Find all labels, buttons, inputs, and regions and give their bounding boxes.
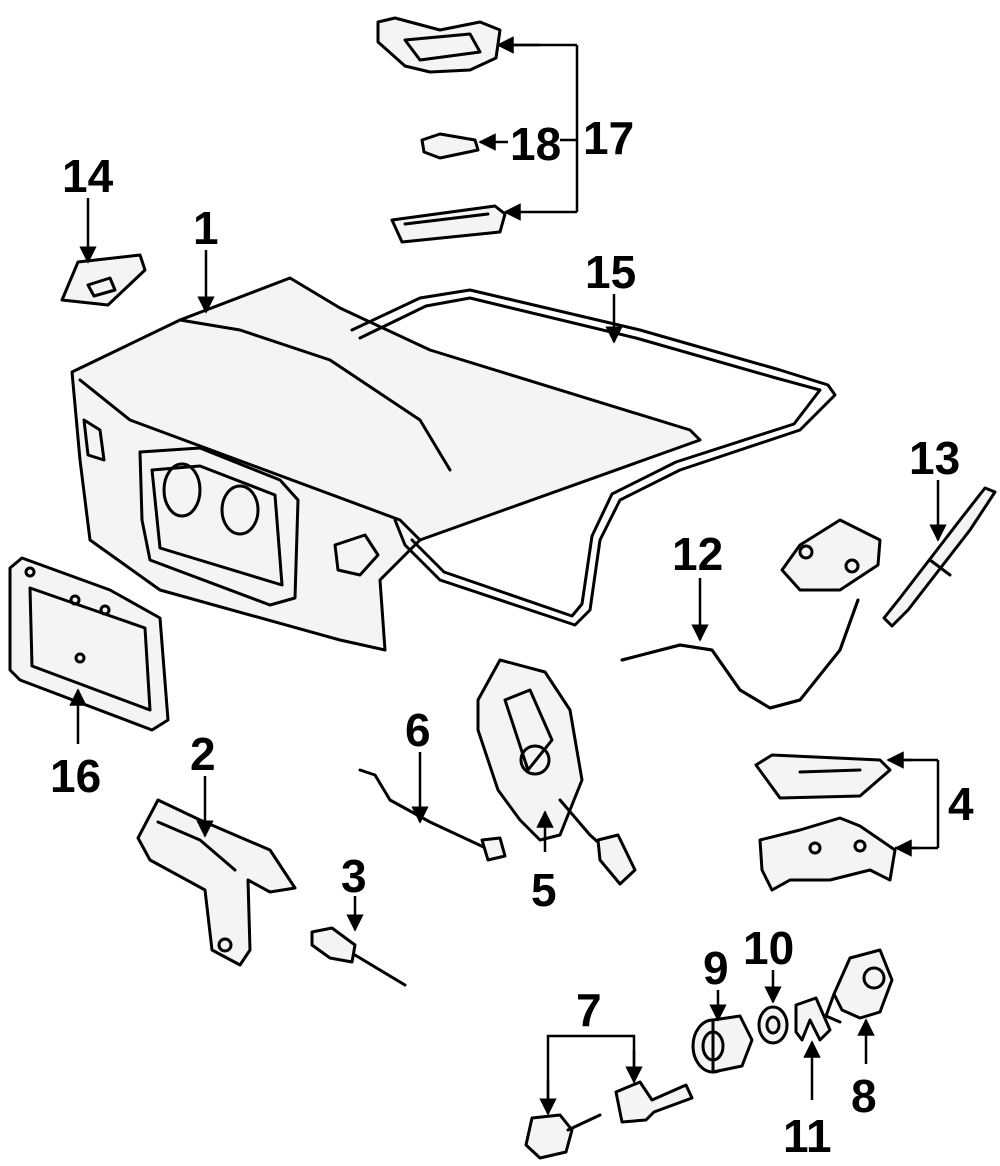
callout-4: 4	[948, 778, 974, 830]
callout-3: 3	[341, 850, 367, 902]
callout-6: 6	[405, 704, 431, 756]
callout-9: 9	[703, 942, 729, 994]
callout-11: 11	[783, 1110, 832, 1162]
actuator-rod-part	[358, 768, 507, 862]
handle-part	[754, 753, 892, 800]
leader-4	[890, 758, 940, 850]
latch-bracket-part	[136, 798, 297, 967]
callout-8: 8	[851, 1070, 877, 1122]
bulb-part	[420, 132, 480, 160]
lock-bracket-part	[824, 948, 894, 1024]
washer-part	[757, 1005, 789, 1045]
trunk-bracket-part	[60, 253, 147, 307]
callout-18: 18	[510, 118, 561, 170]
callout-10: 10	[743, 922, 794, 974]
callout-14: 14	[62, 150, 114, 202]
callout-17: 17	[583, 112, 634, 164]
trunk-latch-part	[476, 658, 637, 886]
callout-16: 16	[50, 750, 101, 802]
callout-1: 1	[193, 202, 219, 254]
retainer-clip-part	[794, 996, 832, 1042]
key-part	[524, 1113, 602, 1160]
handle-bracket-part	[758, 816, 897, 892]
callout-7: 7	[576, 984, 602, 1036]
callout-15: 15	[585, 246, 636, 298]
torsion-rod-part	[620, 518, 882, 710]
callout-12: 12	[672, 528, 723, 580]
license-pocket-part	[8, 556, 170, 732]
lift-strut-part	[882, 486, 997, 628]
trunk-lid-part	[70, 276, 702, 652]
lens-part	[390, 204, 507, 244]
lock-cylinder-part	[614, 1080, 694, 1124]
weatherstrip-part	[350, 288, 837, 627]
callout-5: 5	[531, 864, 557, 916]
lamp-housing-part	[376, 16, 502, 74]
release-cable-part	[310, 926, 407, 987]
callout-2: 2	[190, 728, 216, 780]
callout-13: 13	[909, 432, 960, 484]
lock-housing-part	[691, 1014, 754, 1074]
